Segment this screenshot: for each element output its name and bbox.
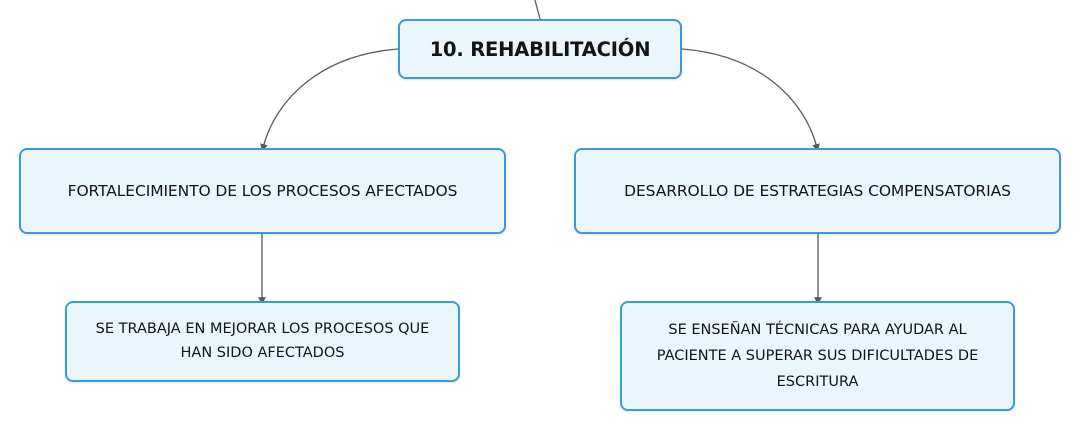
branch-topic-fortalecimiento[interactable]: FORTALECIMIENTO DE LOS PROCESOS AFECTADO… (19, 148, 506, 234)
subtopic-label: SE TRABAJA EN MEJORAR LOS PROCESOS QUE H… (95, 320, 430, 361)
branch-topic-label: DESARROLLO DE ESTRATEGIAS COMPENSATORIAS (624, 182, 1011, 200)
connector-root-to-left (260, 48, 399, 152)
subtopic-label: SE ENSEÑAN TÉCNICAS PARA AYUDAR AL PACIE… (656, 321, 979, 391)
connector-root-to-right (681, 48, 820, 152)
subtopic-estrategias-detail[interactable]: SE ENSEÑAN TÉCNICAS PARA AYUDAR AL PACIE… (620, 301, 1015, 411)
root-topic-label: 10. REHABILITACIÓN (429, 37, 651, 61)
branch-topic-estrategias[interactable]: DESARROLLO DE ESTRATEGIAS COMPENSATORIAS (574, 148, 1061, 234)
root-topic[interactable]: 10. REHABILITACIÓN (398, 19, 682, 79)
subtopic-fortalecimiento-detail[interactable]: SE TRABAJA EN MEJORAR LOS PROCESOS QUE H… (65, 301, 460, 382)
branch-topic-label: FORTALECIMIENTO DE LOS PROCESOS AFECTADO… (67, 182, 458, 200)
incoming-connector (534, 0, 541, 20)
